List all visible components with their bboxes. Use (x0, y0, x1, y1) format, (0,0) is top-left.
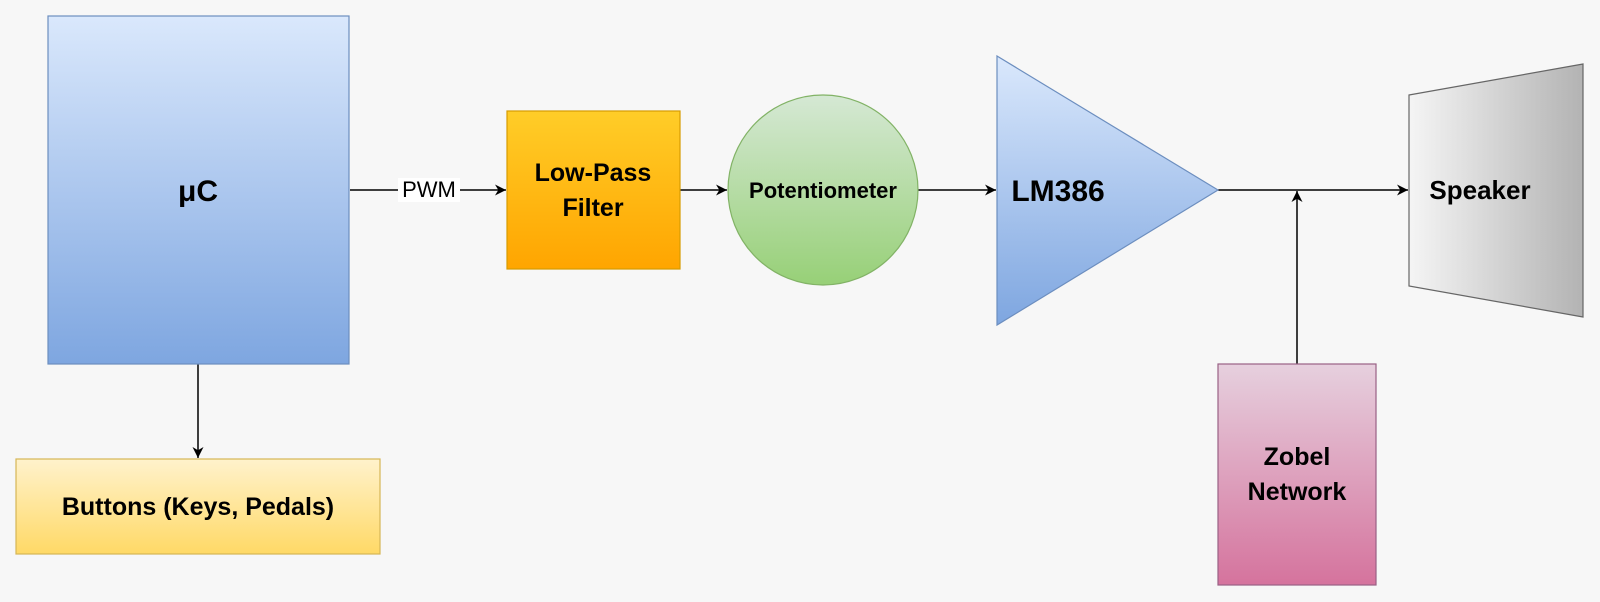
lowpass-label-line2: Filter (562, 194, 623, 222)
zobel-label-line1: Zobel (1264, 443, 1331, 471)
potentiometer-circle (727, 94, 919, 286)
mcu-label: μC (178, 175, 218, 208)
pwm-label: PWM (402, 177, 456, 202)
speaker-block[interactable]: Speaker (1408, 63, 1584, 318)
lm386-triangle (996, 54, 1220, 327)
zobel-network-block[interactable]: Zobel Network (1217, 363, 1377, 586)
zobel-box (1217, 363, 1377, 586)
lm386-label: LM386 (1011, 175, 1104, 208)
buttons-label: Buttons (Keys, Pedals) (62, 493, 334, 521)
speaker-label: Speaker (1429, 175, 1530, 205)
mcu-block[interactable]: μC (47, 15, 350, 365)
lowpass-filter-block[interactable]: Low-Pass Filter (506, 110, 681, 270)
lowpass-label-line1: Low-Pass (535, 159, 652, 187)
mcu-box (47, 15, 350, 365)
zobel-label-line2: Network (1248, 478, 1347, 506)
potentiometer-block[interactable]: Potentiometer (727, 94, 919, 286)
pwm-label-bg (398, 178, 460, 202)
potentiometer-label: Potentiometer (749, 178, 897, 203)
lm386-amplifier-block[interactable]: LM386 (996, 54, 1220, 327)
buttons-block[interactable]: Buttons (Keys, Pedals) (15, 458, 381, 555)
lowpass-box (506, 110, 681, 270)
speaker-shape (1408, 63, 1584, 318)
buttons-box (15, 458, 381, 555)
